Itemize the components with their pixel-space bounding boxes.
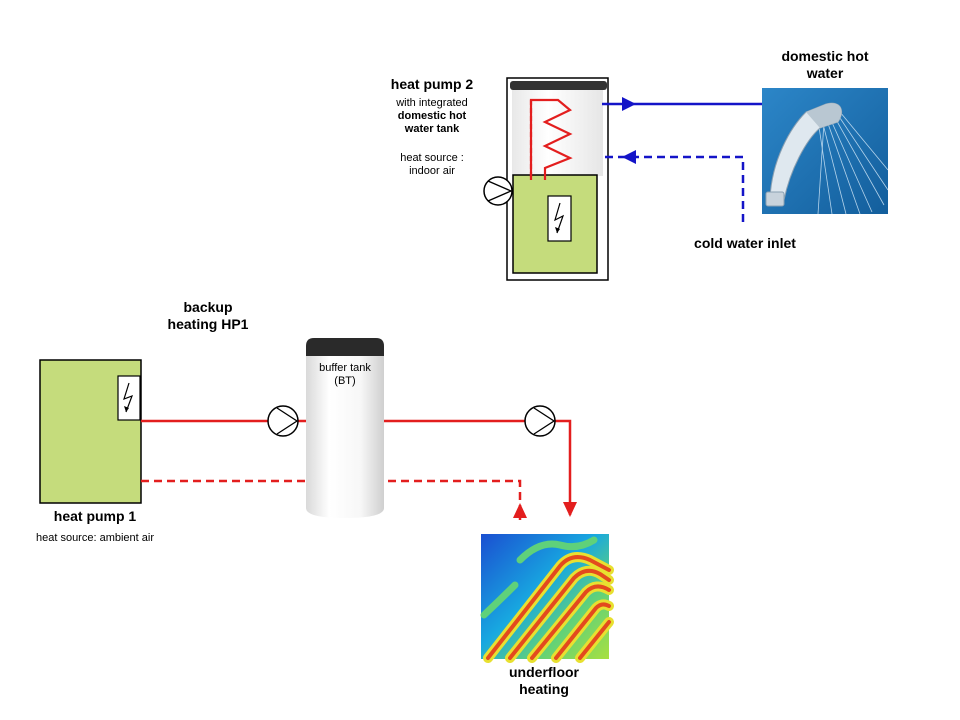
circulation-pump-1-icon bbox=[267, 405, 299, 437]
heat-pump-2-subtitle-line3: water tank bbox=[404, 123, 460, 136]
dhw-label-line2: water bbox=[806, 64, 844, 81]
heat-pump-2-source: heat source : indoor air bbox=[377, 152, 487, 178]
heat-pump-2-compressor-icon bbox=[483, 176, 513, 206]
heat-pump-2-title: heat pump 2 bbox=[390, 76, 474, 92]
floor-label-line2: heating bbox=[519, 680, 569, 697]
backup-label-line1: backup bbox=[183, 299, 233, 315]
circulation-pump-2-icon bbox=[524, 405, 556, 437]
floor-supply-line bbox=[383, 419, 572, 515]
backup-heating-label: backup heating HP1 bbox=[148, 299, 268, 333]
heat-pump-2-source-line1: heat source : bbox=[400, 152, 464, 164]
buffer-label-line2: (BT) bbox=[334, 375, 356, 388]
floor-label-line1: underfloor bbox=[509, 664, 579, 680]
underfloor-heating-image bbox=[480, 534, 614, 663]
shower-image bbox=[762, 88, 889, 215]
buffer-tank bbox=[306, 338, 384, 518]
underfloor-heating-label: underfloor heating bbox=[484, 664, 604, 698]
domestic-hot-water-label: domestic hot water bbox=[755, 48, 895, 82]
hot-water-supply-line bbox=[602, 97, 762, 111]
electric-heater-icon bbox=[547, 195, 572, 242]
cold-water-inlet-line bbox=[602, 150, 745, 222]
buffer-label-line1: buffer tank bbox=[319, 362, 371, 374]
heat-pump-2-unit bbox=[483, 77, 609, 281]
cold-water-inlet-label: cold water inlet bbox=[694, 235, 796, 251]
backup-label-line2: heating HP1 bbox=[167, 315, 249, 332]
heat-pump-2-subtitle-line2: domestic hot bbox=[397, 110, 467, 123]
heat-pump-1-source: heat source: ambient air bbox=[35, 532, 154, 544]
heat-pump-1-title: heat pump 1 bbox=[53, 508, 137, 524]
heat-pump-2-subtitle-line1: with integrated bbox=[396, 97, 468, 109]
heating-coil bbox=[529, 98, 573, 180]
dhw-label-line1: domestic hot bbox=[781, 48, 869, 64]
backup-heater-icon bbox=[117, 375, 141, 421]
buffer-tank-label: buffer tank (BT) bbox=[306, 362, 384, 388]
heat-pump-2-subtitle: with integrated domestic hot water tank bbox=[377, 97, 487, 137]
heat-pump-2-green-block bbox=[512, 174, 598, 274]
heat-pump-2-source-line2: indoor air bbox=[409, 165, 455, 178]
heat-pump-1-unit bbox=[39, 359, 142, 504]
